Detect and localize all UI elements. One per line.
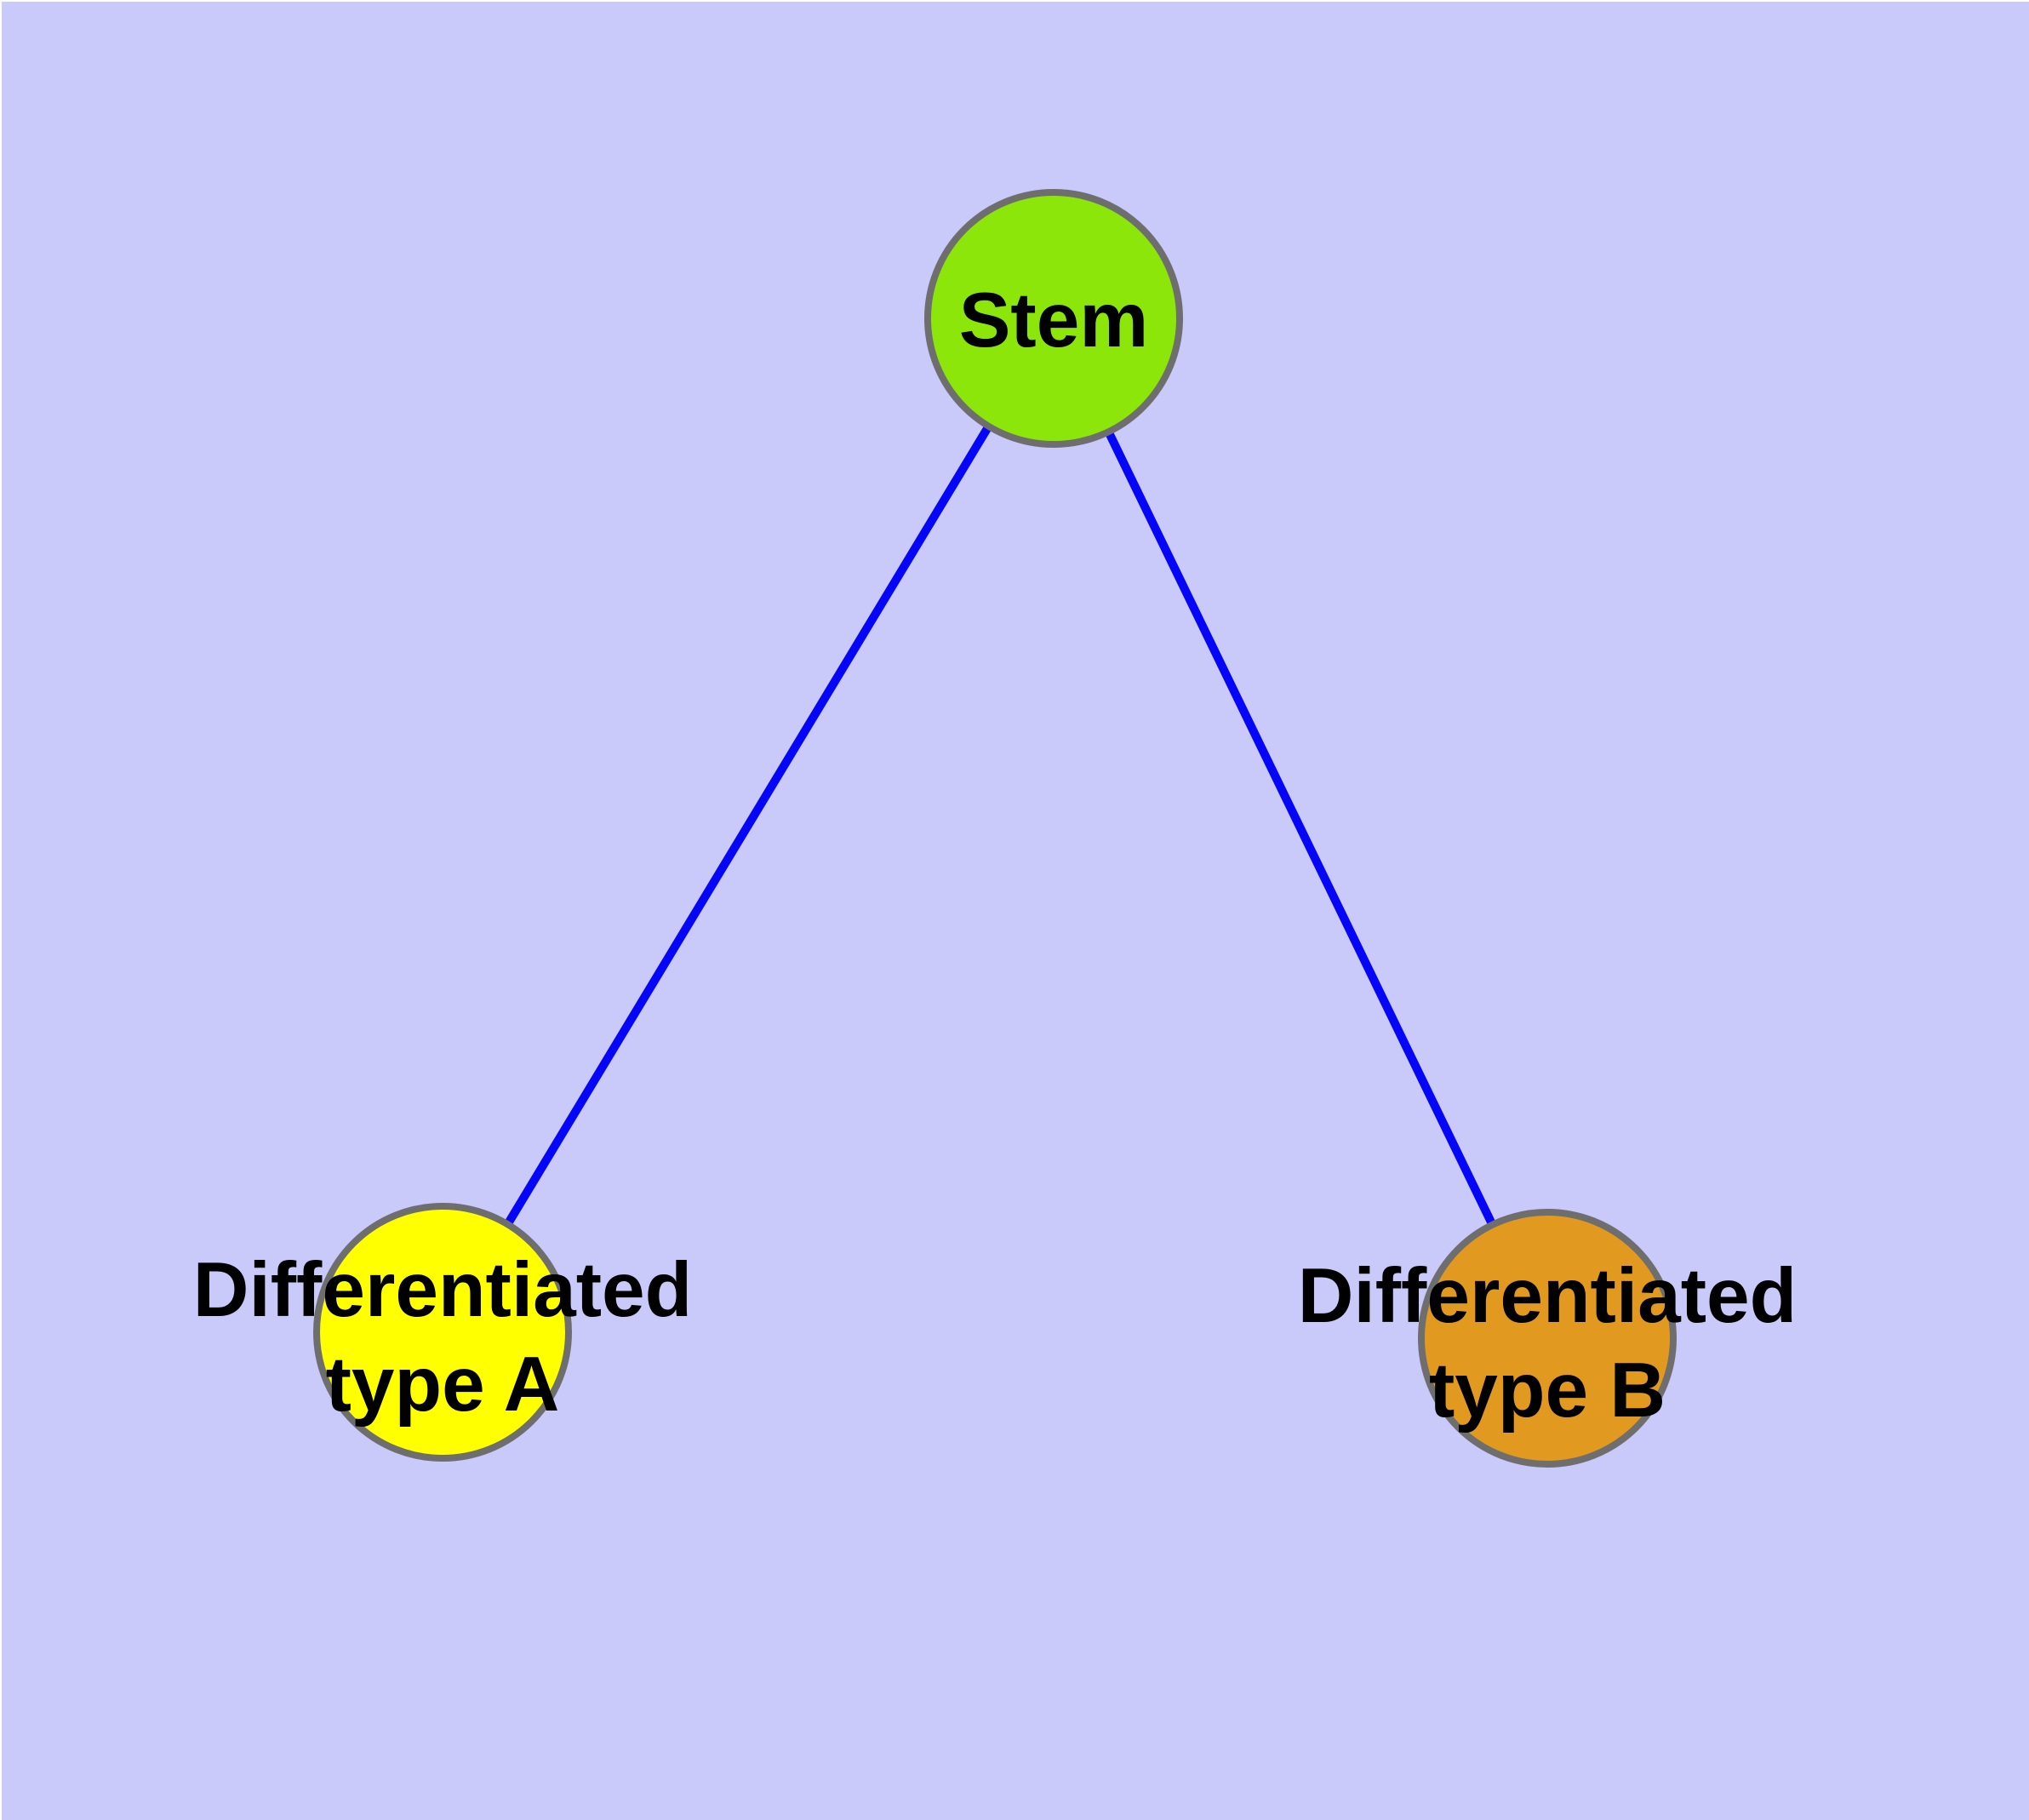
node-type-b-label-line1: Differentiated (1298, 1253, 1798, 1339)
edge-stem-to-type-b (1049, 316, 1552, 1341)
node-stem-label: Stem (959, 278, 1149, 363)
node-type-a-label-line2: type A (326, 1342, 560, 1428)
edge-stem-to-type-a (438, 316, 1058, 1335)
node-type-a-circle (313, 1203, 572, 1462)
node-type-a-label-line1: Differentiated (193, 1247, 693, 1333)
node-stem-circle (924, 189, 1183, 448)
node-type-b-circle (1418, 1209, 1677, 1468)
node-type-b-label-line2: type B (1429, 1348, 1666, 1434)
